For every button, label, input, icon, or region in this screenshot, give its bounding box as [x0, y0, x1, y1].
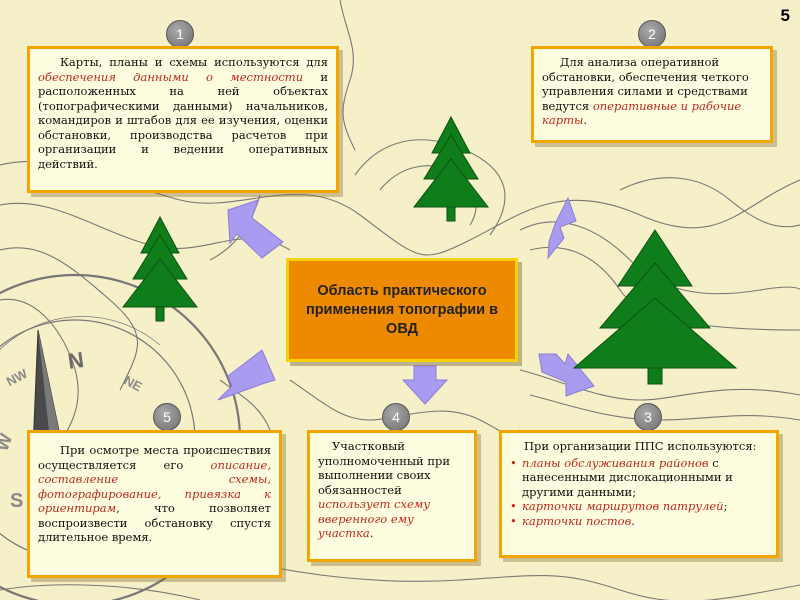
- box5-text-end: , что позволяет воспроизвести обстановку…: [38, 501, 271, 544]
- bullet-text: .: [631, 513, 635, 528]
- bullet-highlight: карточки постов: [522, 513, 632, 528]
- info-box-5: При осмотре места происшествия осуществл…: [27, 430, 282, 578]
- box4-text-end: .: [369, 526, 374, 540]
- slide-number: 5: [780, 6, 790, 25]
- box5-highlight: описание, составление схемы, фотографиро…: [38, 457, 271, 516]
- center-title: Область практического применения топогра…: [305, 282, 499, 337]
- number-badge-4: 4: [382, 403, 410, 431]
- compass-letter-n: N: [66, 347, 86, 374]
- box2-highlight: оперативные и рабочие карты: [542, 98, 742, 128]
- number-badge-3: 3: [634, 403, 662, 431]
- bullet-text: ;: [723, 499, 728, 513]
- tree-icon: [572, 229, 738, 385]
- list-item: планы обслуживания районов с нанесенными…: [510, 456, 768, 500]
- box5-text: При осмотре места происшествия осуществл…: [38, 443, 271, 472]
- box3-list: планы обслуживания районов с нанесенными…: [510, 456, 768, 529]
- info-box-1: Карты, планы и схемы используются для об…: [27, 46, 339, 193]
- number-badge-2: 2: [638, 20, 666, 48]
- info-box-4: Участковый уполномоченный при выполнении…: [307, 430, 477, 562]
- info-box-2: Для анализа оперативной обстановки, обес…: [531, 46, 773, 143]
- list-item: карточки маршрутов патрулей;: [510, 499, 768, 514]
- arrows: [217, 196, 595, 405]
- box2-text-end: .: [583, 113, 588, 127]
- tree-icon: [412, 115, 490, 222]
- tree-icon: [121, 215, 199, 322]
- box1-text: Карты, планы и схемы используются для: [60, 55, 328, 69]
- bullet-highlight: карточки маршрутов патрулей: [522, 499, 724, 513]
- bullet-text: с нанесенными дислокационными и другими …: [522, 455, 733, 499]
- bullet-highlight: планы обслуживания районов: [522, 455, 709, 470]
- box4-text: Участковый уполномоченный при выполнении…: [318, 439, 451, 497]
- box4-highlight: использует схему вверенного ему участка: [318, 497, 431, 540]
- box2-text: Для анализа оперативной обстановки, обес…: [542, 55, 749, 113]
- box1-text-end: и расположенных на ней объектах (топогра…: [38, 69, 328, 171]
- box3-intro: При организации ППС используются:: [524, 439, 757, 453]
- number-badge-1: 1: [166, 20, 194, 48]
- info-box-3: При организации ППС используются: планы …: [499, 430, 779, 558]
- box1-highlight: обеспечения данными о местности: [38, 69, 304, 84]
- number-badge-5: 5: [153, 403, 181, 431]
- list-item: карточки постов.: [510, 514, 768, 529]
- center-title-box: Область практического применения топогра…: [286, 258, 518, 362]
- compass-letter-s: S: [10, 490, 24, 512]
